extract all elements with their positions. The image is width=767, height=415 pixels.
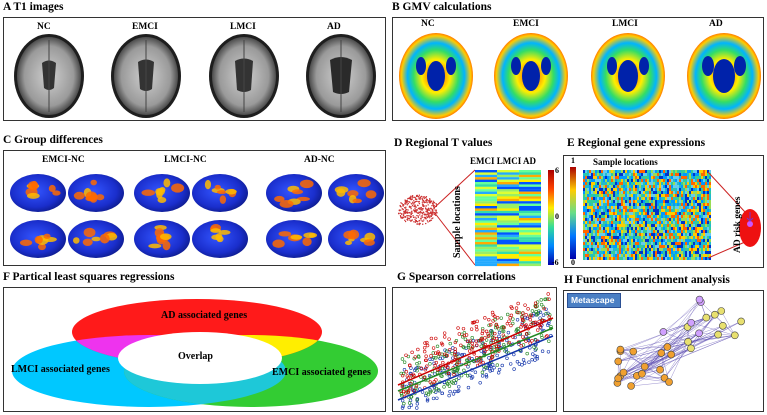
gmv-label-lmci: LMCI (612, 19, 638, 29)
red-fit-line (397, 317, 554, 386)
t1-label-nc: NC (37, 22, 51, 32)
panel-b-box: NC EMCI LMCI AD (392, 17, 764, 121)
panel-b-title: B GMV calculations (392, 1, 492, 13)
cortex-surface (192, 174, 248, 212)
cortex-surface (10, 220, 66, 258)
panel-f-box: AD associated genes LMCI associated gene… (3, 287, 386, 412)
t1-brain-lmci (209, 34, 279, 118)
panel-d-area: EMCI LMCI AD Sample locations 6 0 -6 (392, 150, 562, 270)
ad-genes-label: AD associated genes (161, 310, 248, 321)
gene-scale-min: 0 (571, 258, 575, 267)
metascape-logo-text: Metascape (571, 295, 615, 305)
correlation-scatter (397, 292, 554, 410)
heatmap-columns: EMCI LMCI AD (470, 156, 537, 166)
panel-a-box: NC EMCI LMCI AD (3, 17, 386, 121)
overlap-region (118, 332, 282, 384)
lmci-genes-label: LMCI associated genes (11, 364, 110, 375)
panel-g-box (392, 287, 557, 412)
emci-genes-label: EMCI associated genes (272, 367, 371, 378)
metascape-logo: Metascape (567, 293, 621, 308)
t1-brain-emci (111, 34, 181, 118)
heatmap-axis-label: Sample locations (452, 186, 463, 258)
green-fit-line (397, 327, 554, 392)
panel-h-box: Metascape (563, 290, 764, 412)
gene-axis-label: Sample locations (593, 157, 658, 167)
gmv-label-emci: EMCI (513, 19, 539, 29)
t1-brain-nc (14, 34, 84, 118)
cortex-surface (192, 220, 248, 258)
overlap-label: Overlap (178, 351, 213, 362)
scale-min: -6 (552, 258, 559, 267)
group-label-ad-nc: AD-NC (304, 155, 335, 165)
panel-g-title: G Spearson correlations (397, 271, 516, 283)
t1-label-ad: AD (327, 22, 341, 32)
gene-scale-max: 1 (571, 156, 575, 165)
panel-d-title: D Regional T values (394, 137, 493, 149)
venn-diagram (12, 299, 378, 407)
t1-brain-ad (306, 34, 376, 118)
enrichment-network (613, 295, 745, 390)
gmv-label-nc: NC (421, 19, 435, 29)
cortex-surface (68, 220, 124, 258)
group-label-emci-nc: EMCI-NC (42, 155, 85, 165)
t-value-heatmap (397, 169, 554, 267)
cortex-surface (266, 220, 322, 258)
gmv-brain-emci (494, 33, 568, 119)
t1-label-lmci: LMCI (230, 22, 256, 32)
group-label-lmci-nc: LMCI-NC (164, 155, 207, 165)
cortex-surface (134, 220, 190, 258)
scale-max: 6 (555, 166, 559, 175)
gmv-brain-ad (687, 33, 761, 119)
scale-mid: 0 (555, 212, 559, 221)
t1-brain-images (14, 34, 376, 118)
cortex-surface (328, 220, 384, 258)
group-difference-surfaces (10, 174, 384, 258)
panel-f-title: F Partical least squares regressions (3, 271, 175, 283)
panel-h-title: H Functional enrichment analysis (564, 274, 730, 286)
panel-e-title: E Regional gene expressions (567, 137, 706, 149)
panel-c-box: EMCI-NC LMCI-NC AD-NC (3, 150, 386, 266)
panel-a-title: A T1 images (3, 1, 64, 13)
gmv-brain-nc (399, 33, 473, 119)
gmv-brain-lmci (591, 33, 665, 119)
cortex-surface (68, 174, 124, 212)
panel-e-area: Sample locations AD risk genes 1 0 (563, 150, 764, 270)
cortex-surface (266, 174, 322, 212)
gmv-brain-maps (399, 33, 761, 119)
t1-label-emci: EMCI (132, 22, 158, 32)
cortex-surface (10, 174, 66, 212)
blue-fit-line (397, 335, 554, 401)
gmv-label-ad: AD (709, 19, 723, 29)
panel-c-title: C Group differences (3, 134, 103, 146)
gene-expression-heatmap (570, 167, 761, 260)
ad-risk-genes-label: AD risk genes (733, 196, 743, 253)
cortex-surface (134, 174, 190, 212)
cortex-surface (328, 174, 384, 212)
